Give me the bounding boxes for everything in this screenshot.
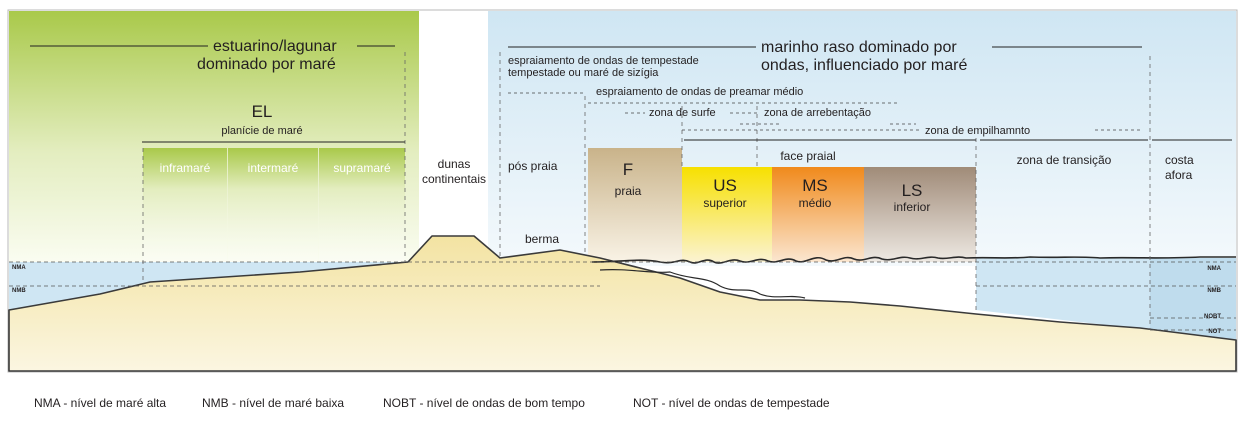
middle-shoreface-box bbox=[772, 167, 864, 262]
level-tag-nmb-left: NMB bbox=[12, 288, 26, 294]
dunes-label-line2: continentais bbox=[422, 172, 486, 186]
estuarine-title-line1: estuarino/lagunar bbox=[213, 38, 337, 55]
zone-box-supramare bbox=[319, 148, 405, 264]
offshore-label-line1: costa bbox=[1165, 153, 1194, 167]
header-lines bbox=[30, 45, 1232, 143]
zone-box-inframare bbox=[143, 148, 227, 266]
zone-label-inframare: inframaré bbox=[160, 161, 211, 175]
breaker-zone-label: zona de arrebentação bbox=[764, 107, 871, 119]
legend-item-nobt: NOBT - nível de ondas de bom tempo bbox=[383, 396, 585, 410]
legend: NMA - nível de maré alta NMB - nível de … bbox=[34, 396, 1214, 412]
zone-label-intermare: intermaré bbox=[248, 161, 299, 175]
level-tag-not: NOT bbox=[1208, 329, 1221, 335]
middle-shoreface-name: médio bbox=[799, 196, 832, 210]
transition-zone-label: zona de transição bbox=[1017, 153, 1112, 167]
process-lines bbox=[508, 92, 1140, 131]
estuarine-water bbox=[9, 262, 420, 310]
offshore-water bbox=[1150, 258, 1236, 340]
estuarine-title-line2: dominado por maré bbox=[197, 56, 336, 73]
upper-shoreface-box bbox=[682, 167, 772, 262]
mean-high-swash-label: espraiamento de ondas de preamar médio bbox=[596, 86, 803, 98]
nearshore-ripples bbox=[599, 269, 806, 299]
level-tag-nma-right: NMA bbox=[1207, 266, 1221, 272]
sediment-profile bbox=[8, 235, 1237, 372]
middle-shoreface-code: MS bbox=[802, 176, 828, 195]
level-lines bbox=[9, 261, 1236, 331]
upper-shoreface-code: US bbox=[713, 176, 737, 195]
shoaling-zone-label: zona de empilhamnto bbox=[925, 125, 1030, 137]
tidal-flat-code: EL bbox=[252, 102, 273, 121]
tidal-flat-name: planície de maré bbox=[221, 125, 302, 137]
shoreface-label: face praial bbox=[780, 149, 835, 163]
legend-item-nma: NMA - nível de maré alta bbox=[34, 396, 167, 410]
zone-label-supramare: supramaré bbox=[333, 161, 391, 175]
dunes-label-line1: dunas bbox=[438, 157, 471, 171]
foreshore-code: F bbox=[623, 160, 633, 179]
wave-surface bbox=[591, 256, 1236, 264]
berm-label: berma bbox=[525, 232, 559, 246]
lower-shoreface-name: inferior bbox=[894, 200, 931, 214]
marine-title-line1: marinho raso dominado por bbox=[761, 39, 957, 56]
marine-title-line2: ondas, influenciado por maré bbox=[761, 57, 967, 74]
surf-zone-label: zona de surfe bbox=[649, 107, 716, 119]
level-tag-nma-left: NMA bbox=[12, 265, 26, 271]
legend-item-not: NOT - nível de ondas de tempestade bbox=[633, 396, 830, 410]
lower-shoreface-code: LS bbox=[902, 181, 923, 200]
zone-box-intermare bbox=[228, 148, 318, 266]
legend-item-nmb: NMB - nível de maré baixa bbox=[202, 396, 345, 410]
foreshore-name: praia bbox=[615, 184, 642, 198]
lower-shoreface-box bbox=[864, 167, 976, 262]
level-tag-nobt: NOBT bbox=[1204, 314, 1221, 320]
storm-swash-label-line2: tempestade ou maré de sizígia bbox=[508, 67, 659, 79]
offshore-label-line2: afora bbox=[1165, 168, 1193, 182]
storm-swash-label-line1: espraiamento de ondas de tempestade bbox=[508, 55, 699, 67]
backshore-label: pós praia bbox=[508, 159, 558, 173]
level-tag-nmb-right: NMB bbox=[1207, 288, 1221, 294]
upper-shoreface-name: superior bbox=[703, 196, 746, 210]
foreshore-box bbox=[588, 148, 682, 262]
zone-boundaries bbox=[142, 52, 1151, 330]
